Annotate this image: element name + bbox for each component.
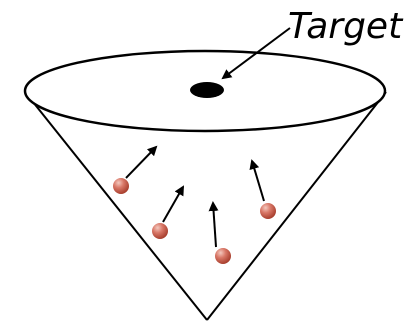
- particle-4-sphere-icon: [260, 203, 276, 219]
- particle-1-arrow-icon: [126, 147, 156, 178]
- particle-group: [113, 147, 276, 264]
- particle-3-sphere-icon: [215, 248, 231, 264]
- target-dot-icon: [190, 82, 224, 98]
- target-label: Target: [288, 6, 404, 47]
- particle-4-arrow-icon: [252, 161, 264, 201]
- particle-2-arrow-icon: [163, 187, 183, 222]
- particle-1-sphere-icon: [113, 178, 129, 194]
- particle-2-sphere-icon: [152, 223, 168, 239]
- particle-3-arrow-icon: [213, 203, 216, 247]
